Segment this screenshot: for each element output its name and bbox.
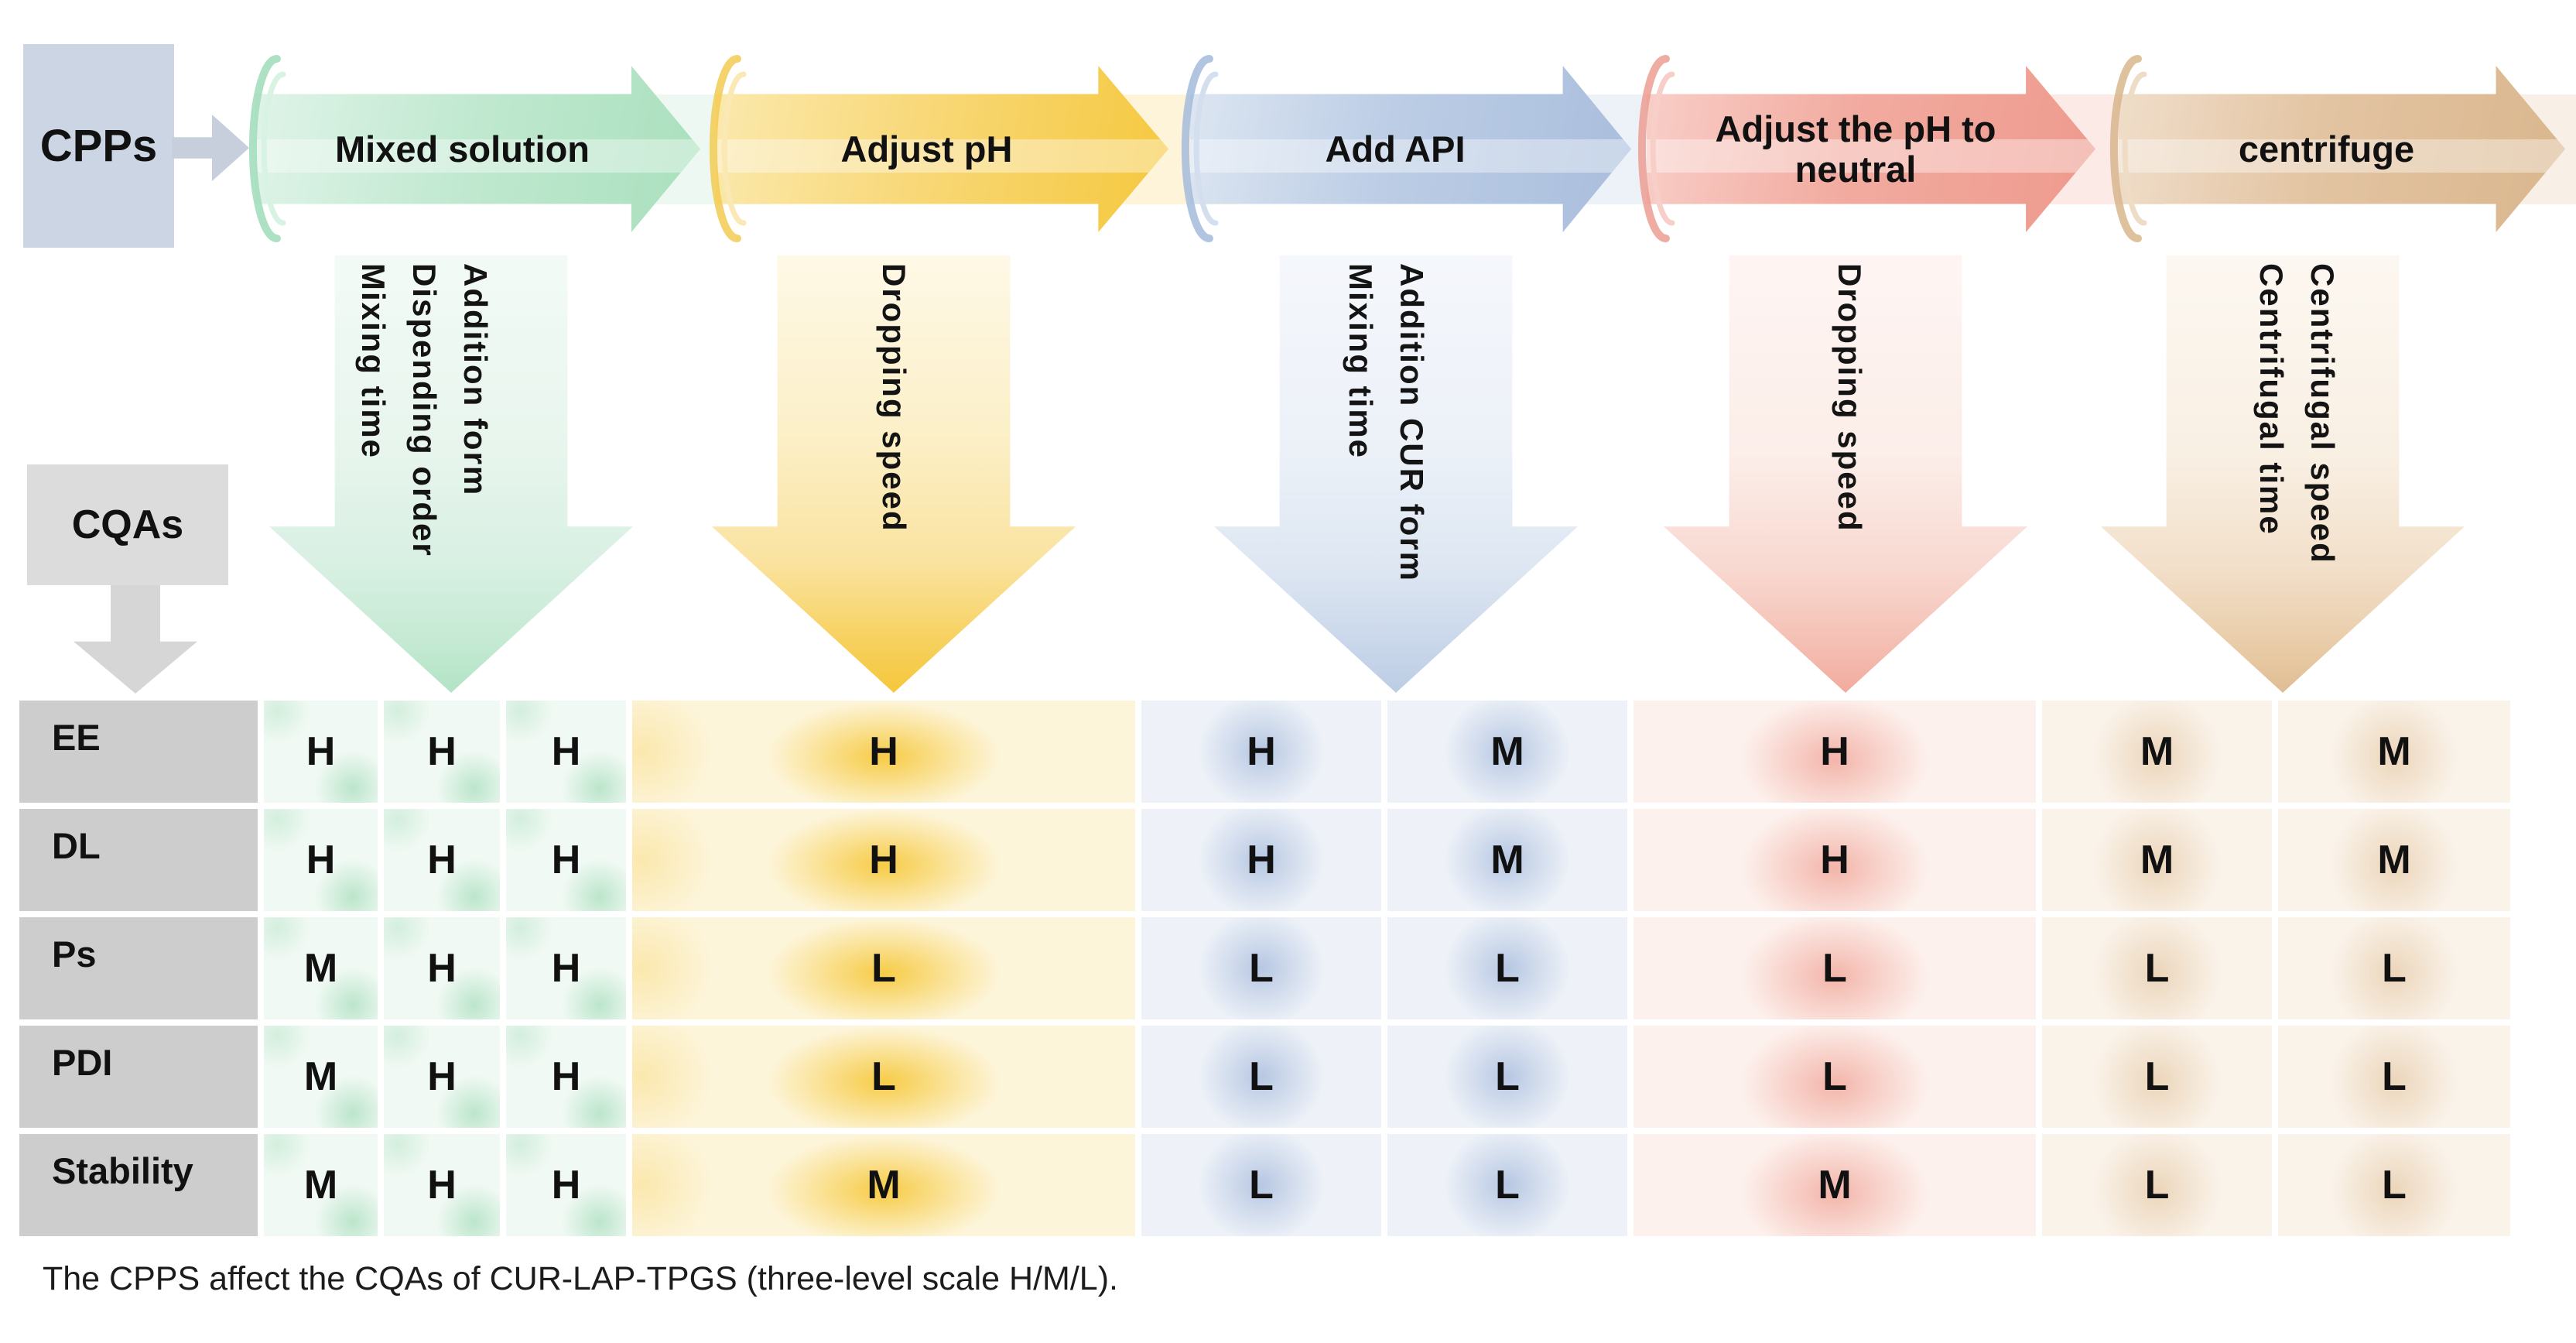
parameter-labels: Addition form Dispending order Mixing time (347, 263, 501, 557)
table-cell: M (1634, 1134, 2036, 1236)
process-arrow-3: Add API (1190, 66, 1631, 232)
parameter-label: Addition form (457, 263, 494, 497)
process-step-label: Adjust pH (840, 128, 1013, 170)
row-header: PDI (19, 1026, 258, 1128)
process-step-label: Add API (1325, 128, 1466, 170)
parameter-label: Addition CUR form (1394, 263, 1430, 582)
table-cell: L (1387, 1134, 1627, 1236)
table-cell: M (264, 917, 378, 1019)
table-cell: L (1141, 1026, 1381, 1128)
table-cell: H (506, 701, 626, 803)
table-cell: M (2278, 701, 2510, 803)
table-cell: H (506, 1134, 626, 1236)
parameter-label: Dispending order (406, 263, 443, 557)
table-cell: L (1387, 1026, 1627, 1128)
ring-icon (2109, 55, 2147, 242)
table-cell: L (1634, 917, 2036, 1019)
table-cell: L (1634, 1026, 2036, 1128)
parameter-label: Dropping speed (876, 263, 912, 533)
parameter-label: Centrifugal speed (2304, 263, 2341, 564)
cqas-box: CQAs (27, 464, 228, 585)
process-arrow-2: Adjust pH (716, 66, 1168, 232)
row-header: Ps (19, 917, 258, 1019)
table-cell: L (2042, 917, 2272, 1019)
parameter-labels: Addition CUR form Mixing time (1335, 263, 1437, 582)
ring-icon (248, 55, 286, 242)
table-cell: L (1141, 1134, 1381, 1236)
table-cell: M (264, 1134, 378, 1236)
table-cell: M (632, 1134, 1135, 1236)
arrow-gloss (255, 139, 700, 173)
table-cell: L (2278, 1134, 2510, 1236)
table-cell: M (2042, 701, 2272, 803)
figure-caption: The CPPS affect the CQAs of CUR-LAP-TPGS… (43, 1260, 1118, 1297)
table-cell: L (2278, 1026, 2510, 1128)
table-cell: L (2042, 1026, 2272, 1128)
parameter-labels: Dropping speed (1824, 263, 1875, 533)
row-header: Stability (19, 1134, 258, 1236)
table-cell: H (632, 809, 1135, 911)
ring-icon (1637, 55, 1675, 242)
parameter-label: Mixing time (1343, 263, 1379, 460)
process-arrow-1: Mixed solution (255, 66, 700, 232)
table-cell: H (1141, 701, 1381, 803)
table-cell: H (1634, 809, 2036, 911)
ring-icon (709, 55, 747, 242)
cpps-box: CPPs (23, 44, 174, 248)
table-cell: H (384, 917, 500, 1019)
parameter-labels: Dropping speed (868, 263, 919, 533)
process-step-label: Adjust the pH to neutral (1715, 108, 1996, 190)
arrow-gloss (1647, 139, 2095, 173)
table-cell: H (1141, 809, 1381, 911)
arrow-gloss (1190, 139, 1631, 173)
table-cell: L (1141, 917, 1381, 1019)
table-cell: H (632, 701, 1135, 803)
table-cell: H (384, 701, 500, 803)
table-cell: H (384, 1026, 500, 1128)
arrow-gloss (716, 139, 1168, 173)
row-header: DL (19, 809, 258, 911)
table-cell: L (632, 1026, 1135, 1128)
ring-icon (1181, 55, 1219, 242)
process-step-label: Mixed solution (335, 128, 590, 170)
table-cell: H (506, 809, 626, 911)
arrow-gloss (2119, 139, 2565, 173)
down-arrow-icon (74, 585, 197, 694)
table-cell: M (2042, 809, 2272, 911)
parameter-labels: Centrifugal speed Centrifugal time (2246, 263, 2348, 564)
table-cell: H (264, 701, 378, 803)
table-cell: L (1387, 917, 1627, 1019)
table-cell: M (2278, 809, 2510, 911)
table-cell: L (2042, 1134, 2272, 1236)
table-cell: L (2278, 917, 2510, 1019)
table-cell: H (264, 809, 378, 911)
table-cell: H (1634, 701, 2036, 803)
table-cell: H (384, 1134, 500, 1236)
table-cell: L (632, 917, 1135, 1019)
process-step-label: centrifuge (2238, 128, 2415, 170)
parameter-label: Dropping speed (1832, 263, 1868, 533)
row-header: EE (19, 701, 258, 803)
table-cell: M (1387, 701, 1627, 803)
parameter-label: Centrifugal time (2253, 263, 2290, 536)
table-cell: M (264, 1026, 378, 1128)
table-cell: H (506, 1026, 626, 1128)
process-arrow-4: Adjust the pH to neutral (1647, 66, 2095, 232)
table-cell: H (384, 809, 500, 911)
cpps-label: CPPs (39, 121, 158, 171)
table-cell: M (1387, 809, 1627, 911)
table-cell: H (506, 917, 626, 1019)
cqas-label: CQAs (71, 502, 184, 547)
process-arrow-5: centrifuge (2119, 66, 2565, 232)
parameter-label: Mixing time (355, 263, 392, 460)
